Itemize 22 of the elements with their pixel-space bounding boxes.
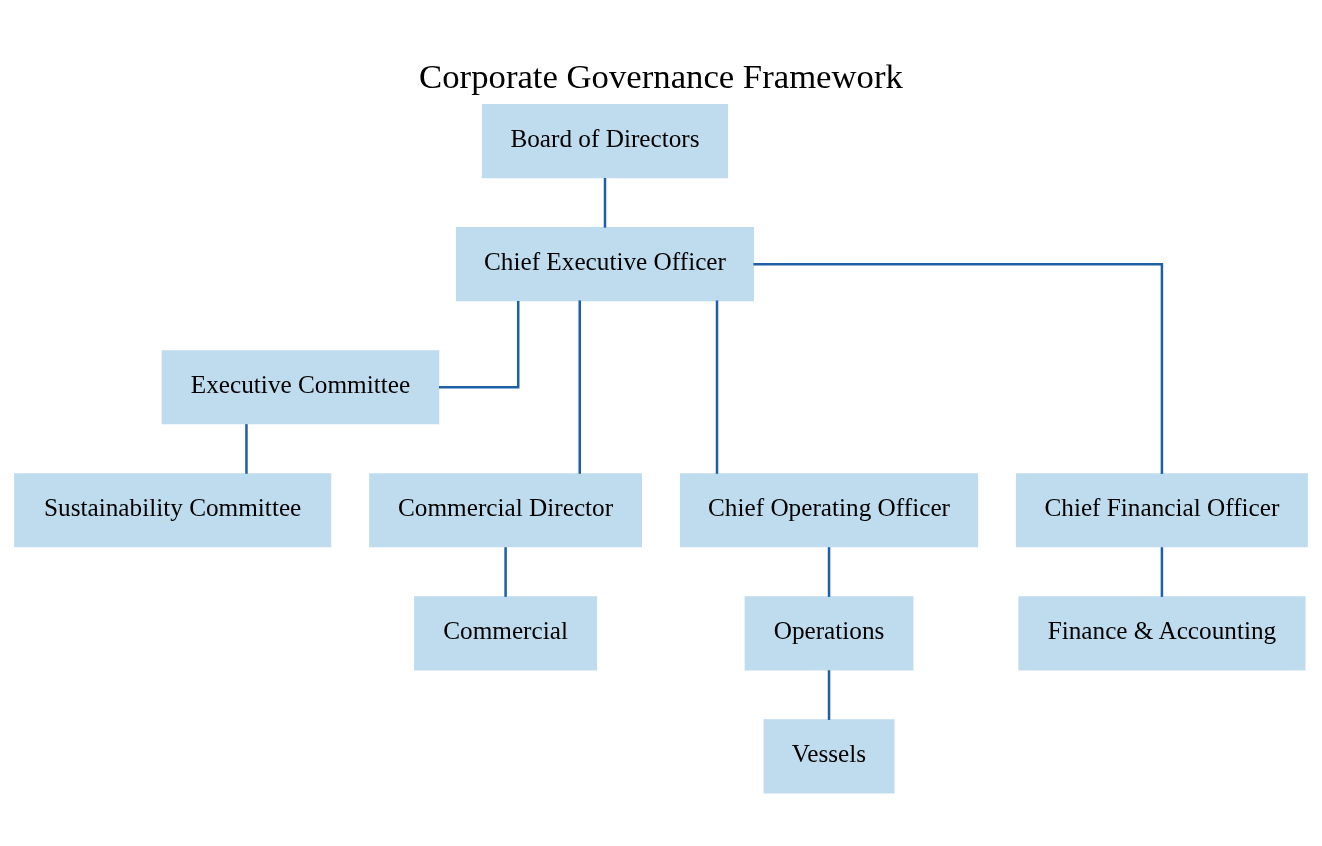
node-box: Sustainability Committee — [14, 472, 332, 547]
node-box: Chief Financial Officer — [1016, 472, 1308, 547]
connector — [504, 546, 507, 597]
node-box: Commercial Director — [369, 472, 643, 547]
node-box: Chief Operating Officer — [679, 472, 979, 547]
node-box: Operations — [744, 595, 914, 670]
connector — [1160, 546, 1164, 597]
node-box: Executive Committee — [161, 349, 440, 424]
node-box: Vessels — [763, 718, 895, 793]
node-box: Commercial — [414, 595, 598, 670]
connector — [827, 546, 831, 597]
node-box: Finance & Accounting — [1018, 595, 1306, 670]
node-box: Board of Directors — [481, 103, 729, 178]
connector — [753, 262, 1164, 474]
connector — [578, 299, 581, 474]
diagram-title: Corporate Governance Framework — [419, 56, 903, 96]
connector — [827, 669, 831, 720]
connector — [603, 177, 607, 228]
connector — [245, 423, 248, 474]
connector — [715, 299, 719, 474]
connector — [439, 300, 520, 388]
node-box: Chief Executive Officer — [455, 226, 755, 301]
